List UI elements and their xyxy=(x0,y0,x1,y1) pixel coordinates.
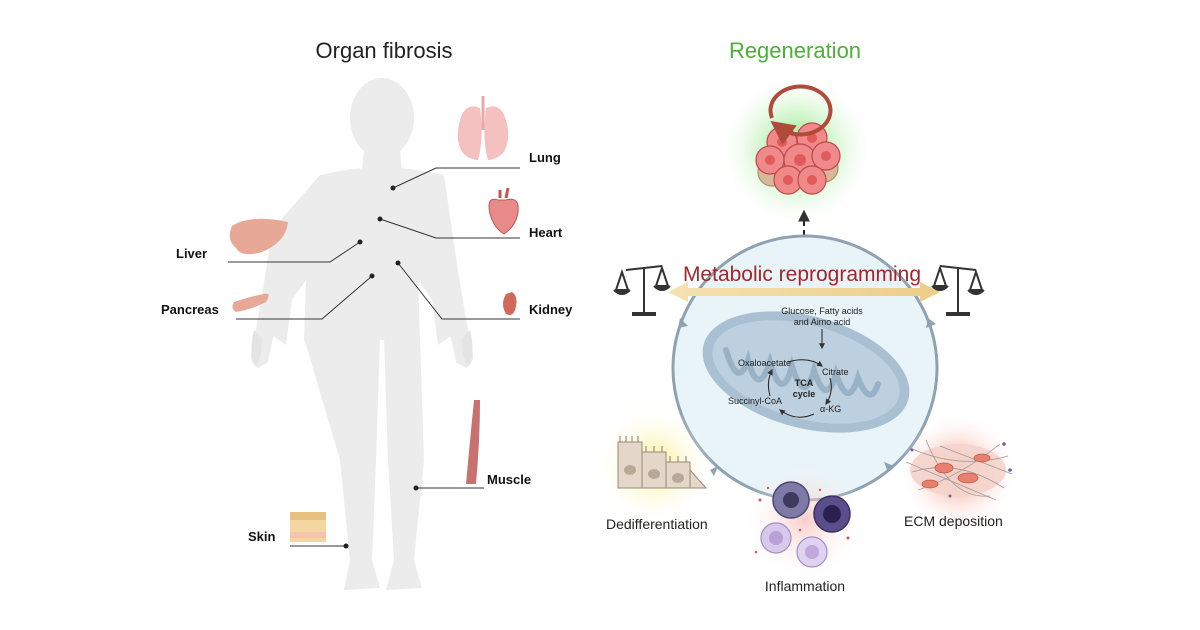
tca-label-line2: cycle xyxy=(793,389,816,399)
label-heart: Heart xyxy=(529,225,563,240)
tca-oxaloacetate: Oxaloacetate xyxy=(738,358,791,368)
right-balance-scale-icon xyxy=(931,264,985,316)
skin-icon xyxy=(290,512,326,542)
organ-fibrosis-title: Organ fibrosis xyxy=(316,38,453,63)
tca-akg: α-KG xyxy=(820,404,841,414)
heart-icon xyxy=(488,187,519,235)
ecm-fibers-icon xyxy=(905,439,1013,501)
cycle-ring-arrowheads xyxy=(678,318,936,476)
label-muscle: Muscle xyxy=(487,472,531,487)
right-hand xyxy=(462,330,473,366)
left-hand xyxy=(251,330,262,366)
label-skin: Skin xyxy=(248,529,276,544)
kidney-icon xyxy=(503,292,517,315)
regeneration-title: Regeneration xyxy=(729,38,861,63)
label-inflammation: Inflammation xyxy=(765,578,845,594)
balance-double-arrow xyxy=(668,282,940,302)
label-liver: Liver xyxy=(176,246,207,261)
substrates-line2: and Aimo acid xyxy=(794,317,851,327)
label-kidney: Kidney xyxy=(529,302,573,317)
label-lung: Lung xyxy=(529,150,561,165)
label-ecm-deposition: ECM deposition xyxy=(904,513,1003,529)
inflammation-immune-cells-icon xyxy=(754,481,851,568)
left-balance-scale-icon xyxy=(613,264,671,316)
human-body-silhouette xyxy=(250,78,474,590)
dedifferentiation-cells-icon xyxy=(617,436,708,489)
lung-icon xyxy=(457,96,509,160)
substrates-line1: Glucose, Fatty acids xyxy=(781,306,863,316)
label-pancreas: Pancreas xyxy=(161,302,219,317)
mitochondrion-icon xyxy=(702,311,910,433)
label-dedifferentiation: Dedifferentiation xyxy=(606,516,708,532)
tca-label-line1: TCA xyxy=(795,378,814,388)
liver-icon xyxy=(229,218,288,255)
renewal-cycle-arrow xyxy=(768,84,833,145)
organ-leader-lines xyxy=(228,167,520,547)
metabolic-reprogramming-label: Metabolic reprogramming xyxy=(683,263,921,286)
organ-anchor-dots xyxy=(343,185,419,549)
tca-cycle-arrows xyxy=(767,359,832,418)
pancreas-icon xyxy=(232,293,269,312)
muscle-icon xyxy=(466,400,480,484)
tca-succinyl-coa: Succinyl-CoA xyxy=(728,396,782,406)
tca-citrate: Citrate xyxy=(822,367,849,377)
